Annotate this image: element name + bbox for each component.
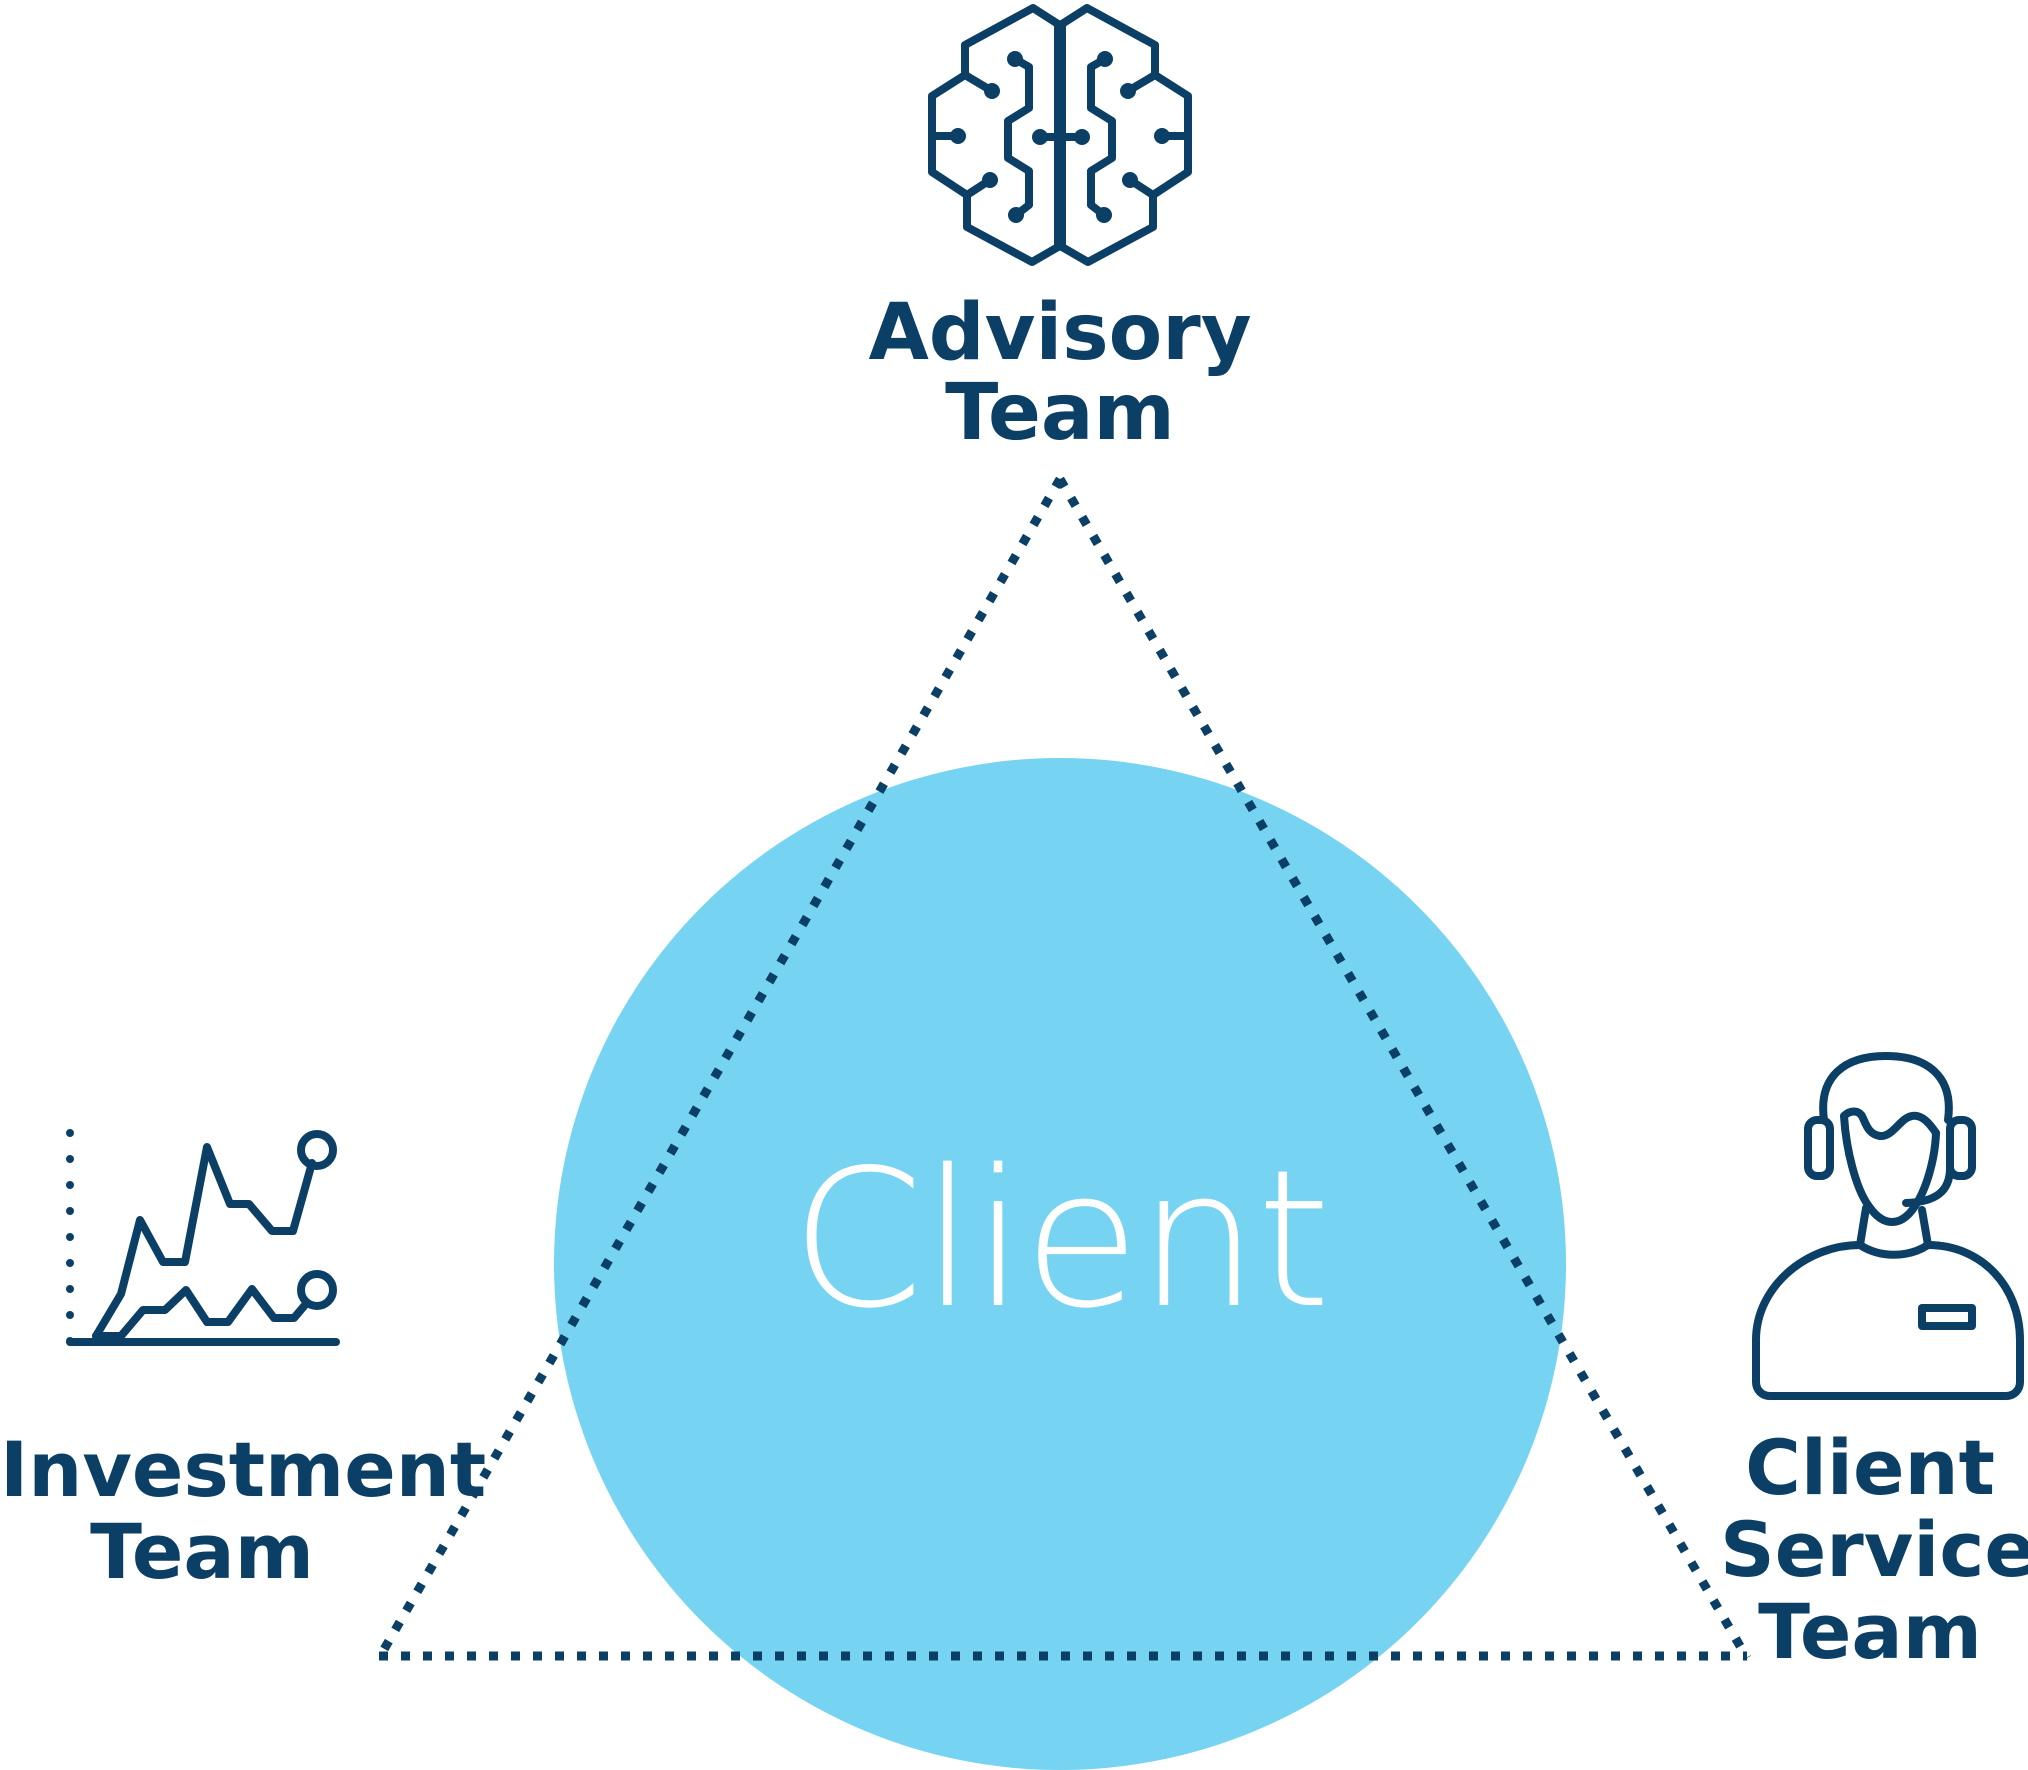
investment-team-label: Investment Team	[0, 1425, 487, 1596]
investment-team-label-line2: Team	[90, 1507, 314, 1596]
triangle-edge-right	[1056, 476, 1751, 1661]
chart-series-upper	[92, 1143, 316, 1340]
client-service-team-label: Client Service Team	[1720, 1423, 2028, 1676]
advisory-team-label-line1: Advisory	[868, 288, 1252, 378]
agent-neck-left	[1856, 1204, 1870, 1249]
client-circle	[554, 758, 1566, 1770]
line-chart-icon	[66, 1129, 340, 1350]
client-service-team-label-line3: Team	[1758, 1587, 1982, 1676]
agent-neck-right	[1918, 1206, 1932, 1249]
triangle-edge-left	[375, 476, 1064, 1661]
headset-mic	[1902, 1164, 1954, 1207]
advisory-team-label: Advisory Team	[760, 294, 1360, 454]
chart-series-upper-endpoint	[297, 1130, 337, 1170]
chart-series-lower-endpoint	[297, 1270, 337, 1310]
agent-hairline	[1840, 1107, 1940, 1140]
headset-agent-icon	[1752, 1052, 2024, 1400]
headset-ear-right	[1946, 1116, 1976, 1180]
agent-collar	[1856, 1241, 1932, 1259]
agent-face	[1840, 1112, 1940, 1226]
agent-badge	[1918, 1304, 1976, 1330]
headset-ear-left	[1804, 1116, 1834, 1180]
chart-series-lower	[92, 1285, 309, 1340]
brain-circuit-icon	[928, 4, 1192, 266]
brain-circuit-nodes	[950, 51, 1170, 223]
client-service-team-label-line1: Client	[1745, 1423, 1995, 1512]
client-center-label: Client	[790, 1129, 1331, 1350]
client-service-team-label-line2: Service	[1720, 1505, 2028, 1594]
agent-hair	[1819, 1052, 1953, 1124]
agent-body	[1752, 1241, 2024, 1400]
advisory-team-label-line2: Team	[945, 368, 1175, 458]
dotted-triangle	[375, 476, 1751, 1661]
investment-team-label-line1: Investment	[0, 1425, 487, 1514]
